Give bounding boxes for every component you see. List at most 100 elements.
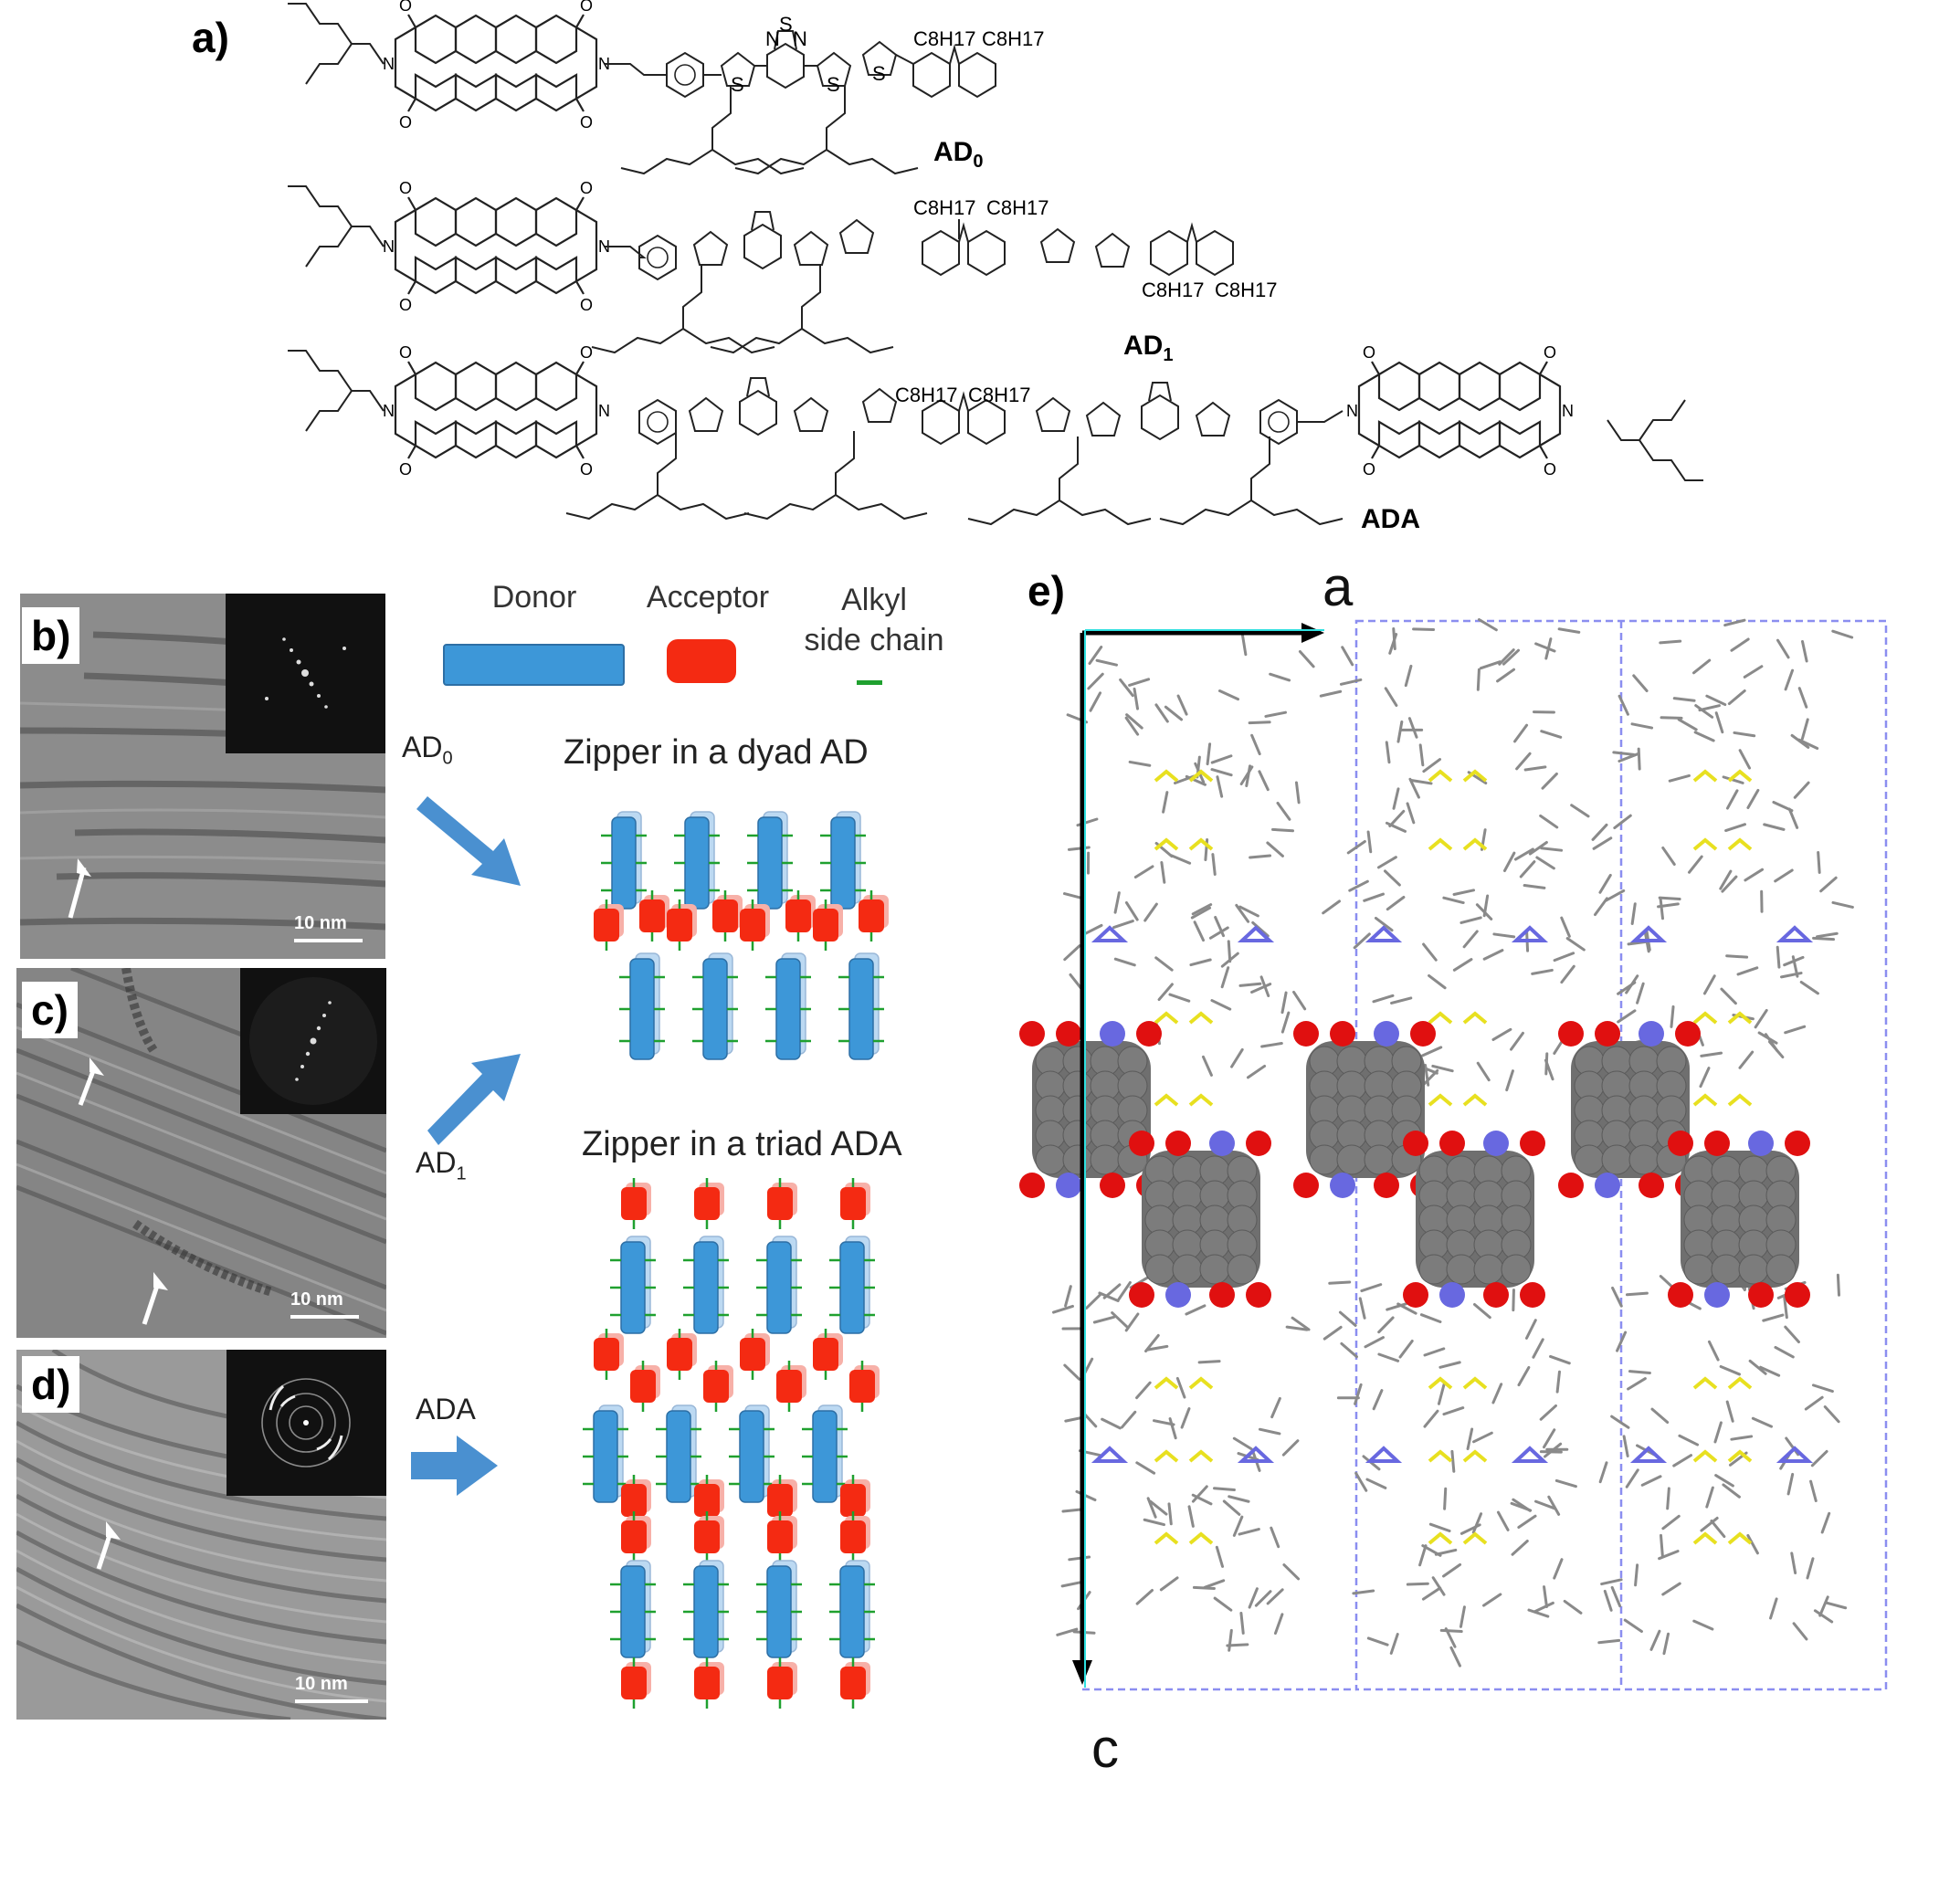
oxygen-atom	[1056, 1021, 1081, 1047]
stick-bond	[1342, 1343, 1357, 1356]
stick-bond	[1792, 735, 1808, 747]
stick-bond	[1721, 1366, 1739, 1373]
oxygen-atom	[1209, 1282, 1235, 1308]
stick-bond	[1777, 947, 1779, 967]
stick-bond	[1097, 660, 1116, 665]
stick-bond	[1512, 1033, 1523, 1049]
zipper-triad-title: Zipper in a triad ADA	[582, 1125, 902, 1164]
stick-bond	[1191, 960, 1210, 965]
stick-bond	[1759, 1033, 1776, 1043]
stick-bond	[1394, 629, 1396, 649]
oxygen-atom	[1668, 1282, 1693, 1308]
acceptor-block	[639, 899, 665, 932]
sulfur-atom	[1729, 772, 1751, 781]
stick-bond	[1343, 647, 1353, 665]
stick-bond	[1788, 1474, 1793, 1494]
stick-bond	[1778, 640, 1789, 657]
stick-bond	[1765, 825, 1784, 830]
stick-bond	[1493, 1029, 1511, 1039]
sulfur-atom-label: S	[827, 73, 840, 97]
acceptor-block	[767, 1667, 793, 1699]
stick-bond	[1385, 871, 1399, 885]
stick-bond	[1600, 875, 1610, 892]
side-chain-label: C8H17	[1215, 279, 1277, 302]
stick-bond	[1215, 1598, 1231, 1610]
nitrogen-atom	[1370, 1448, 1397, 1461]
stick-bond	[1727, 956, 1747, 957]
oxygen-atom	[1748, 1131, 1774, 1156]
stick-bond	[1130, 762, 1150, 765]
stick-bond	[1177, 1378, 1185, 1397]
stick-bond	[1262, 1043, 1282, 1047]
stick-bond	[1217, 777, 1222, 796]
stick-bond	[1478, 669, 1479, 689]
stick-bond	[1707, 1488, 1713, 1507]
stick-bond	[1425, 1411, 1438, 1426]
legend-alkyl-label: Alkyl side chain	[787, 580, 961, 660]
stick-bond	[1182, 1409, 1189, 1428]
stick-bond	[1680, 1436, 1698, 1445]
stick-bond	[1350, 881, 1368, 890]
acceptor-block	[667, 909, 692, 942]
oxygen-atom	[1293, 1173, 1319, 1198]
legend-acceptor-label: Acceptor	[630, 580, 785, 615]
stick-bond	[1792, 1553, 1796, 1573]
stick-bond	[1716, 713, 1723, 732]
stick-bond	[1820, 1597, 1828, 1615]
stick-bond	[1473, 1514, 1481, 1532]
stick-bond	[1663, 1583, 1681, 1594]
stick-bond	[1323, 901, 1340, 913]
carbon-atom	[1739, 1255, 1768, 1284]
stick-bond	[1065, 946, 1080, 960]
stick-bond	[1627, 1470, 1638, 1487]
oxygen-atom	[1520, 1282, 1545, 1308]
stick-bond	[1833, 902, 1852, 907]
carbon-atom	[1602, 1145, 1631, 1174]
stick-bond	[1551, 1356, 1570, 1362]
stick-bond	[1799, 689, 1807, 708]
stick-bond	[1786, 670, 1792, 689]
stick-bond	[1614, 752, 1634, 754]
stick-bond	[1164, 793, 1167, 813]
sulfur-atom	[1464, 1379, 1486, 1388]
stick-bond	[1224, 1501, 1239, 1514]
stick-bond	[1521, 862, 1534, 877]
stick-bond	[1241, 1614, 1243, 1634]
acceptor-block	[740, 909, 765, 942]
stick-bond	[1194, 1587, 1214, 1588]
zipper-dyad-title: Zipper in a dyad AD	[564, 733, 869, 773]
stick-bond	[1627, 976, 1638, 993]
stick-bond	[1228, 942, 1229, 962]
oxygen-atom	[1410, 1021, 1436, 1047]
stick-bond	[1112, 1313, 1127, 1327]
stick-bond	[1420, 745, 1423, 765]
carbon-atom	[1228, 1255, 1257, 1284]
stick-bond	[1802, 720, 1807, 739]
stick-bond	[1356, 1473, 1366, 1490]
stick-bond	[1271, 1528, 1279, 1547]
stick-bond	[1642, 1477, 1660, 1486]
stick-bond	[1562, 918, 1570, 936]
stick-bond	[1122, 1412, 1134, 1427]
oxygen-atom	[1483, 1131, 1509, 1156]
oxygen-atom	[1129, 1282, 1154, 1308]
panel-b-label: b)	[22, 607, 79, 664]
sulfur-atom	[1429, 1379, 1451, 1388]
stick-bond	[1771, 1599, 1777, 1618]
carbon-atom	[1575, 1145, 1604, 1174]
stick-bond	[1663, 1516, 1679, 1528]
stick-bond	[1454, 960, 1471, 971]
oxygen-atom	[1558, 1021, 1584, 1047]
sulfur-atom	[1464, 1014, 1486, 1023]
process-arrows	[402, 785, 548, 1516]
sulfur-atom	[1694, 1534, 1716, 1543]
acceptor-block	[767, 1187, 793, 1220]
acceptor-block	[703, 1370, 729, 1403]
scalebar-b: 10 nm	[294, 913, 347, 934]
sulfur-atom	[1429, 1452, 1451, 1461]
stick-bond	[1602, 1580, 1621, 1584]
sulfur-atom	[1155, 1452, 1177, 1461]
carbon-atom	[1145, 1255, 1175, 1284]
stick-bond	[1387, 898, 1404, 910]
stick-bond	[1094, 1317, 1113, 1322]
